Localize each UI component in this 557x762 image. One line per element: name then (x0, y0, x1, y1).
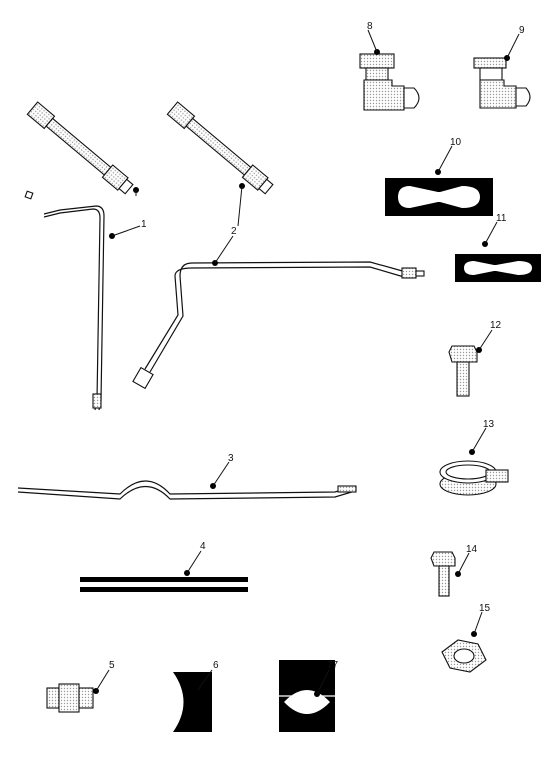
callout-2-label: 2 (231, 226, 237, 237)
callout-3: 3 (210, 453, 234, 489)
callout-1: 1 (109, 187, 147, 239)
part-8-elbow-fitting[interactable] (359, 53, 420, 111)
callout-5: 5 (93, 660, 115, 694)
part-2-pipe[interactable] (132, 261, 425, 390)
callout-6-label: 6 (213, 660, 219, 671)
callout-13-label: 13 (483, 419, 495, 430)
part-15-hex-nut[interactable] (441, 639, 487, 673)
callout-7: 77 (314, 660, 339, 697)
part-1-hose[interactable] (26, 101, 134, 195)
part-10-double-clamp[interactable] (385, 178, 493, 216)
callout-3-label: 3 (228, 453, 234, 464)
callout-8-label: 8 (367, 21, 373, 32)
part-11-double-clamp[interactable] (455, 254, 541, 282)
callout-8: 8 (367, 21, 380, 55)
part-5-union-fitting[interactable] (46, 683, 94, 713)
callout-4: 4 (184, 541, 206, 576)
part-6-clamp-half[interactable] (173, 672, 212, 732)
part-12-hex-bolt[interactable] (448, 345, 478, 397)
part-13-hose-clamp[interactable] (439, 460, 509, 496)
part-9-elbow-fitting[interactable] (473, 57, 531, 109)
callout-9-label: 9 (519, 25, 525, 36)
callout-14-label: 14 (466, 544, 478, 555)
part-7-clamp-block[interactable] (279, 660, 335, 732)
callout-11-label: 11 (496, 213, 507, 224)
callout-1-label: 1 (141, 219, 147, 230)
callout-9: 9 (504, 25, 525, 61)
part-3-pipe[interactable] (17, 480, 357, 500)
part-2-hose[interactable] (166, 101, 274, 195)
callout-6: 6 (195, 660, 219, 693)
callout-5-label: 5 (109, 660, 115, 671)
callout-10-label: 10 (450, 137, 462, 148)
callout-12-label: 12 (490, 320, 502, 331)
callout-4-label: 4 (200, 541, 206, 552)
part-1-pipe[interactable] (24, 190, 105, 411)
callout-15: 15 (471, 603, 491, 637)
callout-12: 12 (476, 320, 502, 353)
callout-2: 2 (212, 183, 245, 266)
callout-15-label: 15 (479, 603, 491, 614)
callout-7-label: 77 (327, 660, 339, 671)
callout-13: 13 (469, 419, 495, 455)
callout-14: 14 (455, 544, 478, 577)
callout-10: 10 (435, 137, 462, 175)
callout-11: 11 (482, 213, 507, 247)
part-4-hose-strip[interactable] (80, 577, 248, 592)
part-14-hex-bolt[interactable] (430, 551, 456, 597)
